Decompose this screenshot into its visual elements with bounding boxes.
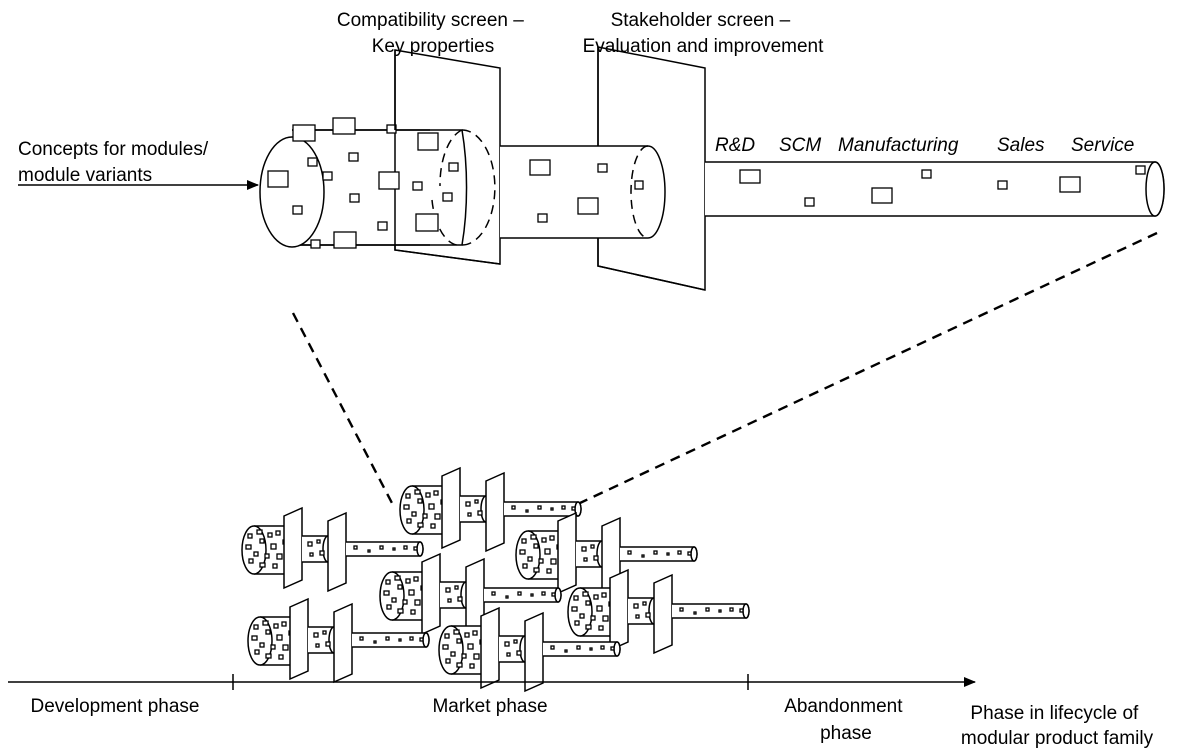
compatibility-screen-label: Compatibility screen – Key properties bbox=[337, 10, 529, 57]
stakeholder-label: Service bbox=[1071, 135, 1134, 156]
module-family bbox=[567, 569, 750, 654]
compatibility-screen bbox=[394, 49, 501, 265]
development-phase-label: Development phase bbox=[31, 696, 200, 717]
stakeholder-label: SCM bbox=[779, 135, 821, 156]
stakeholder-screen-label: Stakeholder screen – Evaluation and impr… bbox=[583, 10, 825, 57]
zoom-line-right bbox=[579, 231, 1158, 505]
lifecycle-axis-label: Phase in lifecycle of modular product fa… bbox=[961, 703, 1154, 749]
zoom-line-left bbox=[291, 312, 395, 506]
detailed-funnel bbox=[18, 46, 1165, 291]
screened-cylinder bbox=[500, 145, 666, 239]
lifecycle-tube bbox=[705, 161, 1165, 217]
stakeholder-label: R&D bbox=[715, 135, 755, 156]
market-phase-label: Market phase bbox=[432, 696, 547, 717]
concept-squares bbox=[267, 117, 459, 249]
lifecycle-axis bbox=[8, 674, 976, 690]
stakeholder-label: Manufacturing bbox=[838, 135, 959, 156]
stakeholder-label: Sales bbox=[997, 135, 1045, 156]
abandonment-phase-label: Abandonment phase bbox=[784, 696, 908, 744]
module-families bbox=[241, 467, 750, 692]
stakeholder-labels: R&D SCM Manufacturing Sales Service bbox=[715, 135, 1134, 156]
concepts-label: Concepts for modules/ module variants bbox=[18, 139, 213, 186]
